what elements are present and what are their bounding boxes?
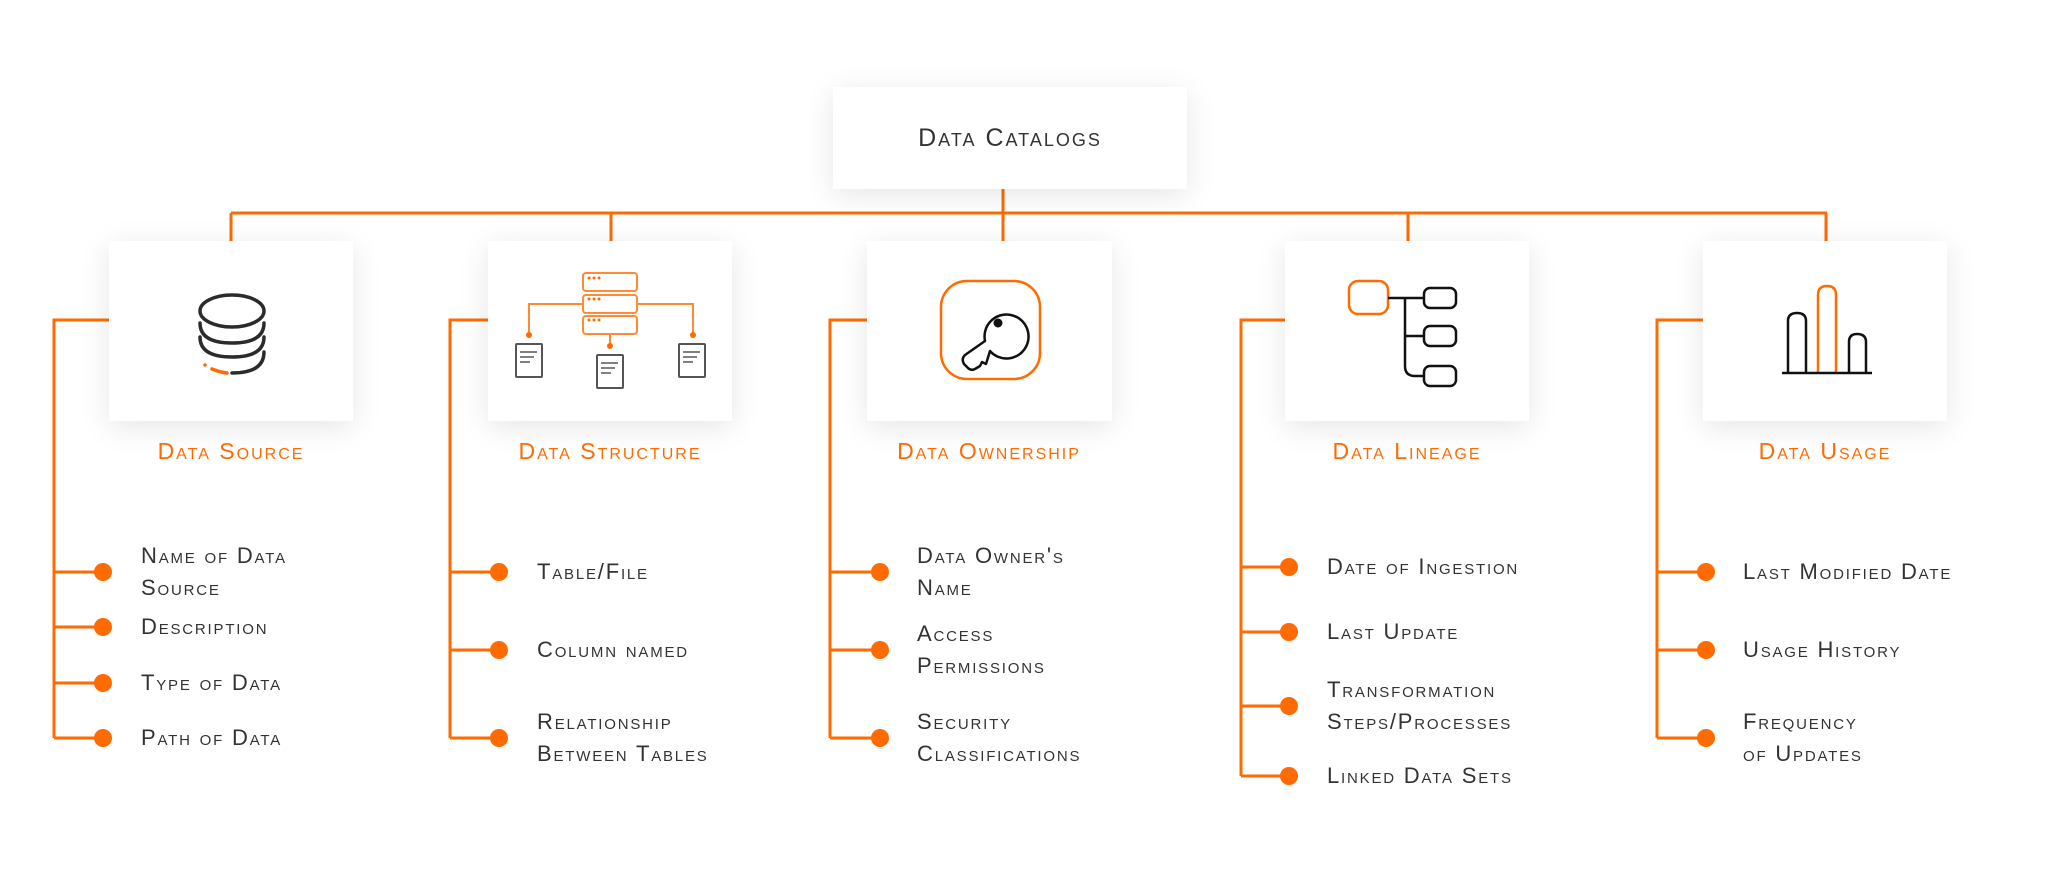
list-item-line: Access — [917, 621, 995, 646]
list-item: Path of Data — [141, 722, 282, 754]
item-bullet-dot — [1697, 563, 1715, 581]
list-item-line: Usage History — [1743, 637, 1902, 662]
category-label-data-source: Data Source — [157, 438, 305, 464]
card-data-ownership — [867, 241, 1112, 421]
list-item: Column named — [537, 634, 689, 666]
bar-chart-icon — [1782, 284, 1872, 375]
list-item: Last Modified Date — [1743, 556, 1952, 588]
item-bullet-dot — [871, 641, 889, 659]
card-data-usage — [1703, 241, 1947, 421]
item-bullet-dot — [490, 641, 508, 659]
root-node: Data Catalogs — [833, 87, 1187, 189]
item-bullet-dot — [871, 563, 889, 581]
list-item: Last Update — [1327, 616, 1459, 648]
list-item-line: Table/File — [537, 559, 649, 584]
list-item-line: Between Tables — [537, 741, 709, 766]
item-bullet-dot — [1697, 729, 1715, 747]
item-bullet-dot — [1280, 767, 1298, 785]
column-trunk-line — [1239, 318, 1285, 776]
list-item-line: Security — [917, 709, 1012, 734]
list-item-line: Name — [917, 575, 973, 600]
key-icon — [939, 279, 1042, 381]
item-bullet-dot — [871, 729, 889, 747]
list-item: Date of Ingestion — [1327, 551, 1519, 583]
column-trunk-line — [52, 318, 109, 738]
list-item-line: Relationship — [537, 709, 673, 734]
item-bullet-dot — [94, 618, 112, 636]
category-label-data-structure: Data Structure — [518, 438, 702, 464]
list-item: Linked Data Sets — [1327, 760, 1513, 792]
list-item: Usage History — [1743, 634, 1901, 666]
item-bullet-dot — [490, 729, 508, 747]
item-bullet-dot — [1697, 641, 1715, 659]
list-item-line: Steps/Processes — [1327, 709, 1512, 734]
list-item: Table/File — [537, 556, 649, 588]
list-item: Description — [141, 611, 268, 643]
lineage-tree-icon — [1347, 279, 1458, 388]
item-bullet-dot — [94, 563, 112, 581]
category-label-data-lineage: Data Lineage — [1332, 438, 1482, 464]
list-item-line: Transformation — [1327, 677, 1497, 702]
item-bullet-dot — [1280, 558, 1298, 576]
list-item-line: Permissions — [917, 653, 1046, 678]
column-trunk-line — [828, 318, 867, 738]
list-item-line: Linked Data Sets — [1327, 763, 1513, 788]
list-item-line: Type of Data — [141, 670, 282, 695]
list-item-line: of Updates — [1743, 741, 1863, 766]
item-bullet-dot — [490, 563, 508, 581]
card-data-lineage — [1285, 241, 1529, 421]
item-bullet-dot — [94, 674, 112, 692]
list-item-line: Name of Data — [141, 543, 287, 568]
item-bullet-dot — [1280, 623, 1298, 641]
list-item-line: Classifications — [917, 741, 1082, 766]
list-item-line: Date of Ingestion — [1327, 554, 1520, 579]
list-item-line: Data Owner's — [917, 543, 1065, 568]
list-item: Frequency of Updates — [1743, 706, 1863, 770]
list-item-line: Last Update — [1327, 619, 1460, 644]
list-item-line: Last Modified Date — [1743, 559, 1953, 584]
item-bullet-dot — [94, 729, 112, 747]
card-data-source — [109, 241, 353, 421]
category-label-data-usage: Data Usage — [1758, 438, 1892, 464]
list-item-line: Description — [141, 614, 269, 639]
column-trunk-line — [448, 318, 488, 738]
list-item-line: Column named — [537, 637, 689, 662]
database-icon — [198, 293, 266, 375]
root-title: Data Catalogs — [918, 123, 1102, 152]
card-data-structure — [488, 241, 732, 421]
list-item: Type of Data — [141, 667, 282, 699]
category-label-data-ownership: Data Ownership — [897, 438, 1081, 464]
item-bullet-dot — [1280, 697, 1298, 715]
list-item-line: Frequency — [1743, 709, 1858, 734]
list-item-line: Source — [141, 575, 221, 600]
list-item-line: Path of Data — [141, 725, 283, 750]
column-trunk-line — [1655, 318, 1703, 738]
server-hierarchy-icon — [515, 272, 706, 389]
